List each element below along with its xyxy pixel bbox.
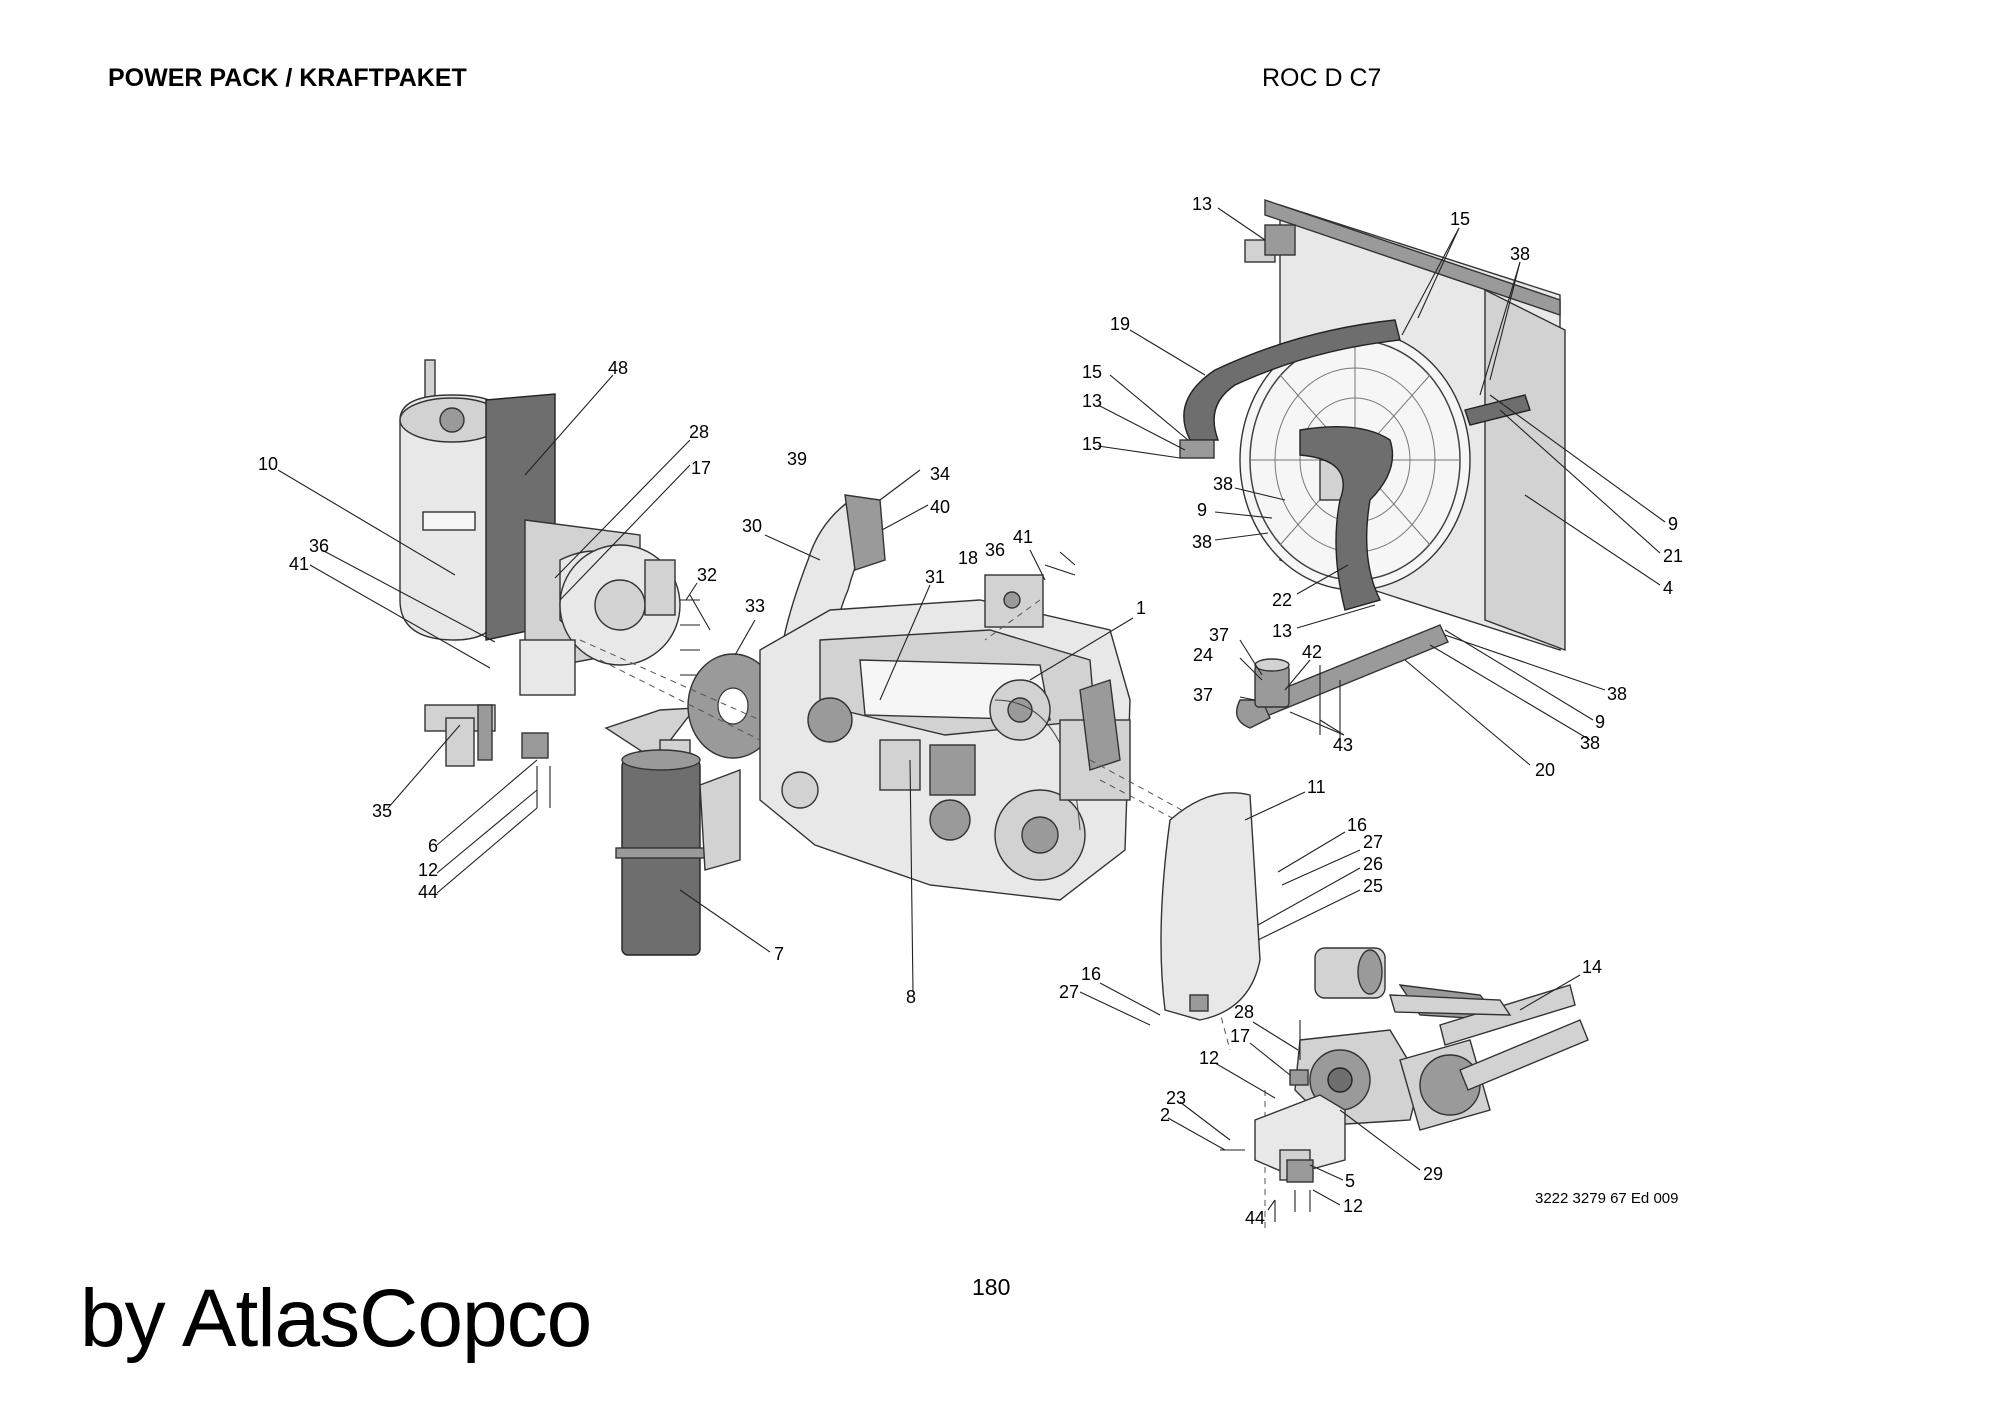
callout: 17 bbox=[691, 458, 711, 478]
callout: 26 bbox=[1363, 854, 1383, 874]
callout: 36 bbox=[985, 540, 1005, 560]
callout: 2 bbox=[1160, 1105, 1170, 1125]
flywheel-cover bbox=[1160, 792, 1261, 1021]
muffler bbox=[604, 707, 741, 956]
callout: 7 bbox=[774, 944, 784, 964]
callout: 38 bbox=[1510, 244, 1530, 264]
callout: 15 bbox=[1450, 209, 1470, 229]
callout: 44 bbox=[418, 882, 438, 902]
hydraulic-pump-group bbox=[1220, 947, 1589, 1222]
callout: 25 bbox=[1363, 876, 1383, 896]
callout: 16 bbox=[1347, 815, 1367, 835]
callout: 43 bbox=[1333, 735, 1353, 755]
machine-model: ROC D C7 bbox=[1262, 64, 1382, 92]
callout: 12 bbox=[1199, 1048, 1219, 1068]
engine-block bbox=[759, 574, 1131, 901]
callout: 24 bbox=[1193, 645, 1213, 665]
drawing-reference-number: 3222 3279 67 Ed 009 bbox=[1535, 1190, 1678, 1207]
callout: 19 bbox=[1110, 314, 1130, 334]
callout: 9 bbox=[1595, 712, 1605, 732]
callout: 27 bbox=[1363, 832, 1383, 852]
callout: 9 bbox=[1197, 500, 1207, 520]
page-number: 180 bbox=[972, 1274, 1011, 1300]
callout: 27 bbox=[1059, 982, 1079, 1002]
callout: 37 bbox=[1209, 625, 1229, 645]
callout: 38 bbox=[1607, 684, 1627, 704]
callout: 22 bbox=[1272, 590, 1292, 610]
callout: 15 bbox=[1082, 362, 1102, 382]
callout: 38 bbox=[1580, 733, 1600, 753]
callout: 9 bbox=[1668, 514, 1678, 534]
callout: 38 bbox=[1192, 532, 1212, 552]
callout: 4 bbox=[1663, 578, 1673, 598]
air-intake-hose bbox=[687, 494, 886, 759]
callout: 8 bbox=[906, 987, 916, 1007]
page-title: POWER PACK / KRAFTPAKET bbox=[108, 64, 467, 92]
callout: 42 bbox=[1302, 642, 1322, 662]
callout: 13 bbox=[1192, 194, 1212, 214]
leader-lines bbox=[277, 207, 1666, 1211]
callout: 23 bbox=[1166, 1088, 1186, 1108]
callout: 12 bbox=[418, 860, 438, 880]
callout: 1 bbox=[1136, 598, 1146, 618]
callout: 41 bbox=[289, 554, 309, 574]
hydraulic-tank-assembly bbox=[399, 359, 681, 767]
callout: 32 bbox=[697, 565, 717, 585]
callout: 13 bbox=[1272, 621, 1292, 641]
callout: 28 bbox=[689, 422, 709, 442]
callout: 34 bbox=[930, 464, 950, 484]
callout: 13 bbox=[1082, 391, 1102, 411]
callout: 6 bbox=[428, 836, 438, 856]
bolts-left bbox=[536, 594, 711, 808]
callout: 11 bbox=[1307, 777, 1326, 797]
callout: 40 bbox=[930, 497, 950, 517]
callout: 17 bbox=[1230, 1026, 1250, 1046]
callout: 41 bbox=[1013, 527, 1033, 547]
callout: 39 bbox=[787, 449, 807, 469]
callout: 29 bbox=[1423, 1164, 1443, 1184]
callout: 10 bbox=[258, 454, 278, 474]
brand-watermark: by AtlasCopco bbox=[80, 1273, 592, 1364]
callout: 21 bbox=[1663, 546, 1683, 566]
callout: 14 bbox=[1582, 957, 1602, 977]
callout: 44 bbox=[1245, 1208, 1265, 1228]
callout: 12 bbox=[1343, 1196, 1363, 1216]
callout-labels: 48 28 17 10 36 41 32 33 35 6 12 44 39 34… bbox=[258, 194, 1683, 1228]
callout: 33 bbox=[745, 596, 765, 616]
callout: 37 bbox=[1193, 685, 1213, 705]
callout: 28 bbox=[1234, 1002, 1254, 1022]
callout: 18 bbox=[958, 548, 978, 568]
callout: 31 bbox=[925, 567, 945, 587]
callout: 15 bbox=[1082, 434, 1102, 454]
callout: 48 bbox=[608, 358, 628, 378]
callout: 16 bbox=[1081, 964, 1101, 984]
radiator-cooler bbox=[1179, 199, 1566, 740]
callout: 35 bbox=[372, 801, 392, 821]
callout: 5 bbox=[1345, 1171, 1355, 1191]
callout: 36 bbox=[309, 536, 329, 556]
callout: 20 bbox=[1535, 760, 1555, 780]
callout: 38 bbox=[1213, 474, 1233, 494]
callout: 30 bbox=[742, 516, 762, 536]
